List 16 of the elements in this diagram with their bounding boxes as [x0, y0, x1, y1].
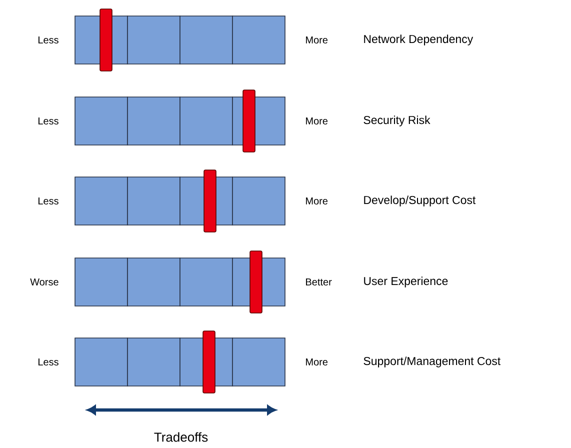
- factor-label: User Experience: [364, 276, 448, 288]
- scale-label: More: [306, 198, 328, 204]
- factor-label: Security Risk: [364, 116, 430, 126]
- factor-label: Develop/Support Cost: [364, 196, 476, 206]
- scale-label: Better: [306, 278, 332, 286]
- scale-label: Less: [38, 36, 58, 44]
- axis-label: Tradeoffs: [154, 432, 208, 442]
- scale-label: Less: [38, 118, 58, 124]
- scale-label: Less: [38, 358, 58, 366]
- scale-label: More: [306, 358, 328, 366]
- scale-label: Less: [38, 198, 58, 204]
- factor-label: Network Dependency: [364, 34, 474, 46]
- scale-label: More: [306, 118, 328, 124]
- scale-label: Worse: [30, 278, 58, 286]
- factor-label: Support/Management Cost: [364, 356, 501, 368]
- scale-label: More: [306, 36, 328, 44]
